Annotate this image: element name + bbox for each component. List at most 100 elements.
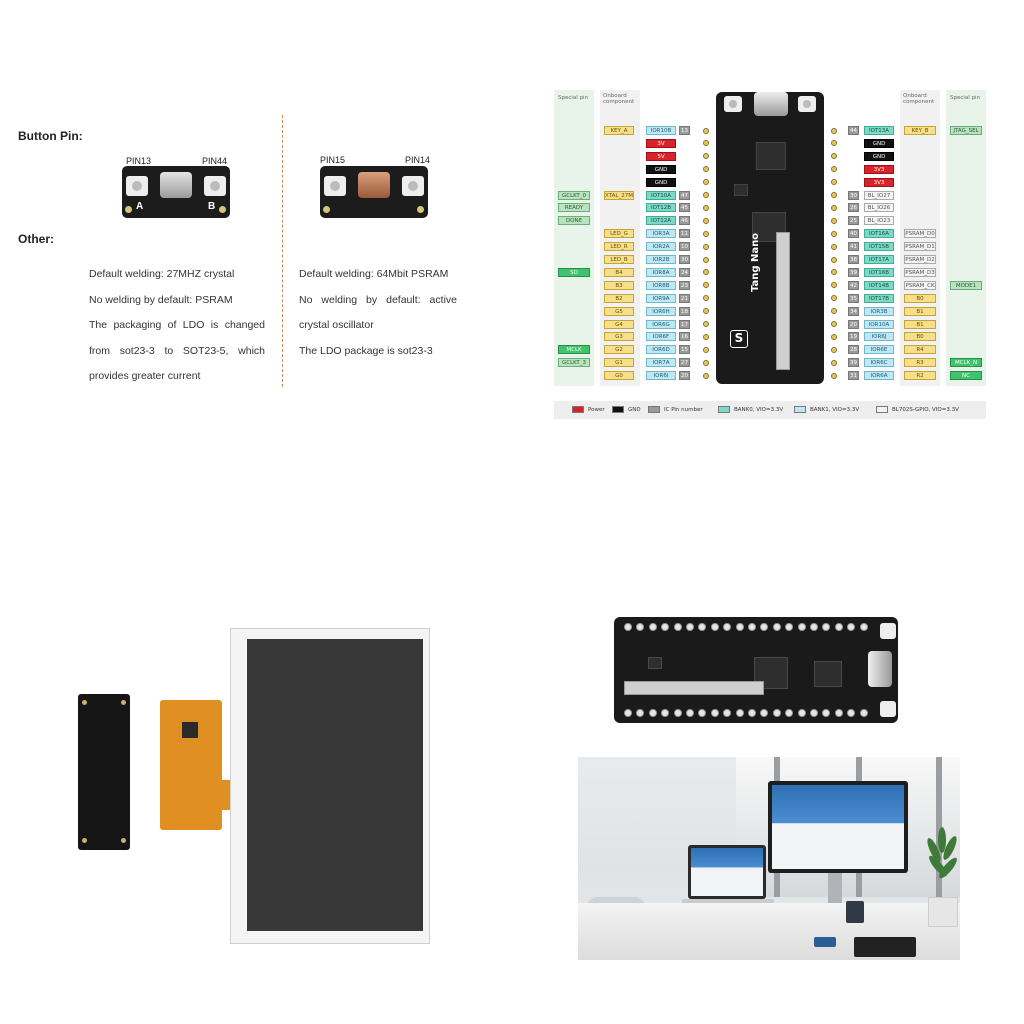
header-pin: [686, 623, 694, 631]
monitor: [768, 781, 908, 873]
io-pin-tag: BL_IO27: [864, 190, 894, 200]
note-left-line: No welding by default: PSRAM: [89, 293, 233, 306]
usb-c-connector-icon: [358, 172, 390, 198]
header-pin: [648, 709, 657, 717]
ic-pin-number: 23: [679, 280, 690, 290]
button-right-icon: [402, 176, 424, 196]
io-pin-tag: BL_IO23: [864, 216, 894, 226]
button-a-icon: [126, 176, 148, 196]
header-pin: [723, 623, 732, 631]
io-pin-tag: IOT16A: [864, 229, 894, 239]
header-pin: [703, 333, 709, 340]
special-pin-tag: JTAG_SEL: [950, 126, 982, 135]
header-pin: [735, 709, 744, 717]
lcd-adapter-board-image: [78, 694, 130, 850]
header-pin: [785, 709, 794, 717]
onboard-component-tag: R4: [904, 345, 936, 355]
io-pin-tag: IOR2A: [646, 242, 676, 252]
header-pin: [703, 179, 709, 186]
legend-power: Power: [572, 406, 605, 413]
header-pin: [703, 282, 709, 289]
onboard-component-tag: LED_R: [604, 242, 634, 252]
io-pin-tag: IOR7A: [646, 358, 676, 368]
io-pin-tag: IOT13A: [864, 126, 894, 135]
io-pin-tag: IOR6G: [646, 319, 676, 329]
pinout-legend: Power GND IC Pin number BANK0, VIO=3.3V …: [554, 401, 986, 419]
header-pin: [748, 623, 756, 631]
header-pin: [703, 153, 709, 160]
button-b-icon: [204, 176, 226, 196]
header-pin: [831, 204, 837, 211]
header-pin: [797, 709, 806, 717]
other-heading: Other:: [18, 232, 54, 246]
ic-pin-number: 19: [848, 332, 859, 342]
io-pin-tag: IOR6A: [864, 371, 894, 381]
button-icon: [880, 623, 896, 639]
onboard-component-tag: G4: [604, 319, 634, 329]
header-pin: [748, 709, 756, 717]
header-pin: [698, 623, 707, 631]
special-pin-tag: SO: [558, 267, 590, 277]
io-pin-tag: IOT12B: [646, 203, 676, 213]
header-pin: [831, 217, 837, 224]
header-pin: [831, 192, 837, 198]
header-pin: [831, 346, 837, 353]
special-pin-tag: MCLK: [558, 345, 590, 355]
header-pin: [831, 166, 837, 173]
header-pin: [703, 192, 709, 198]
onboard-component-tag: LED_B: [604, 255, 634, 264]
io-pin-tag: GND: [646, 164, 676, 174]
header-pin: [822, 623, 831, 631]
header-pin: [703, 359, 709, 366]
io-pin-tag: IOT12A: [646, 216, 676, 226]
header-pin: [772, 623, 781, 631]
io-pin-tag: IOR10B: [646, 126, 676, 135]
button-pin-info-panel: Button Pin: PIN13 PIN44 A B PIN15 PIN14 …: [0, 90, 520, 400]
onboard-component-tag: LED_G: [604, 229, 634, 239]
note-right-line: crystal oscillator: [299, 319, 374, 331]
header-pin: [648, 623, 657, 631]
ic-pin-number: 25: [848, 216, 859, 226]
header-pin: [834, 623, 843, 631]
header-pin: [703, 308, 709, 315]
button-icon: [880, 701, 896, 717]
onboard-component-tag: R3: [904, 358, 936, 368]
ic-pin-number: 18: [679, 306, 690, 316]
ic-pin-number: 15: [679, 345, 690, 355]
io-pin-tag: GND: [864, 138, 894, 148]
onboard-head-left: Onboard component: [603, 93, 635, 105]
io-pin-tag: IOR6D: [646, 345, 676, 355]
usb-c-connector-icon: [160, 172, 192, 198]
ic-pin-number: 17: [679, 319, 690, 329]
note-left: Default welding: 27MHZ crystal No weldin…: [89, 262, 265, 390]
onboard-component-tag: PSRAM_CK: [904, 280, 936, 290]
header-pin: [703, 140, 709, 147]
chip-icon: [814, 661, 842, 687]
header-pin: [797, 623, 806, 631]
io-pin-tag: GND: [864, 151, 894, 161]
header-pin: [686, 709, 694, 717]
chip-icon: [756, 142, 786, 170]
board1-pin-left-label: PIN13: [126, 156, 152, 166]
legend-bank1: BANK1, VIO=3.3V: [794, 406, 859, 413]
header-pin: [772, 709, 781, 717]
legend-bank0: BANK0, VIO=3.3V: [718, 406, 783, 413]
header-pin: [831, 321, 837, 327]
onboard-component-tag: G5: [604, 306, 634, 316]
special-pin-head-left: Special pin: [558, 95, 589, 101]
io-pin-tag: IOT14B: [864, 280, 894, 290]
fpc-ribbon-cable-image: [160, 700, 236, 830]
note-left-line: Default welding: 27MHZ crystal: [89, 268, 235, 280]
ic-pin-number: 13: [679, 126, 690, 135]
header-pin: [703, 127, 709, 134]
io-pin-tag: 3V: [646, 138, 676, 148]
header-pin: [703, 372, 709, 379]
header-pin: [703, 204, 709, 211]
note-right-line: No welding by default: active: [299, 293, 457, 306]
board1-pin-right-label: PIN44: [202, 156, 228, 166]
ic-pin-number: 30: [848, 190, 859, 200]
io-pin-tag: IOT15B: [864, 242, 894, 252]
special-pin-column-left: [554, 90, 594, 386]
monitor-stand: [828, 873, 842, 903]
header-pin: [710, 623, 719, 631]
